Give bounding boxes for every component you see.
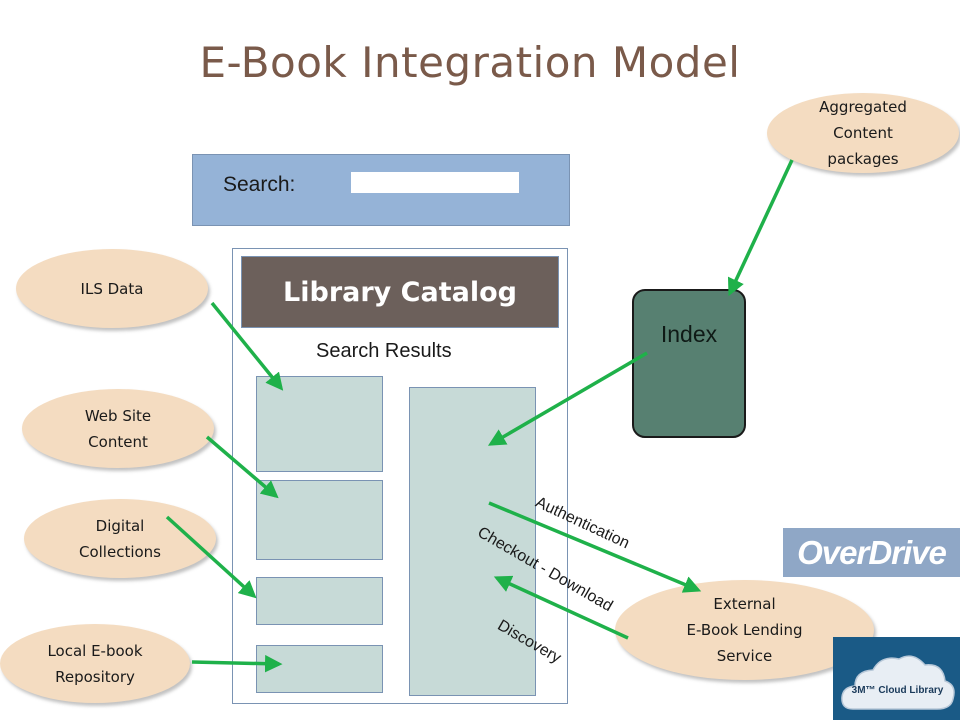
result-box-ebooks — [409, 387, 536, 696]
cloud-library-text: 3M™ Cloud Library — [851, 685, 944, 696]
arrow-external-to-results — [493, 575, 629, 640]
overdrive-logo: OverDrive — [783, 528, 960, 577]
web-site-content-source: Web Site Content — [22, 389, 214, 468]
search-label: Search: — [223, 173, 296, 196]
search-input[interactable] — [351, 172, 519, 193]
aggregated-content-source: Aggregated Content packages — [767, 93, 959, 173]
cloud-library-logo: 3M™ Cloud Library — [833, 637, 960, 720]
arrow-results-to-external — [488, 501, 702, 593]
arrow-ils-to-catalog — [210, 301, 284, 391]
arrow-local-to-catalog — [191, 654, 283, 673]
local-ebook-repository-source: Local E-book Repository — [0, 624, 190, 703]
ils-data-source: ILS Data — [16, 249, 208, 328]
index-box: Index — [632, 289, 746, 438]
library-catalog-header: Library Catalog — [241, 256, 559, 328]
digital-collections-source: Digital Collections — [24, 499, 216, 578]
arrow-index-to-results — [487, 351, 648, 446]
external-lending-service: External E-Book Lending Service — [615, 580, 874, 680]
arrow-digital-to-catalog — [165, 515, 257, 599]
index-label: Index — [660, 321, 718, 347]
search-results-label: Search Results — [316, 340, 452, 362]
arrow-web-to-catalog — [205, 435, 279, 499]
result-box-ils — [256, 376, 383, 472]
arrow-aggregated-to-index — [727, 159, 794, 297]
search-panel: Search: — [192, 154, 570, 226]
page-title: E-Book Integration Model — [199, 38, 741, 87]
cloud-icon — [841, 655, 955, 710]
result-box-digital — [256, 577, 383, 625]
